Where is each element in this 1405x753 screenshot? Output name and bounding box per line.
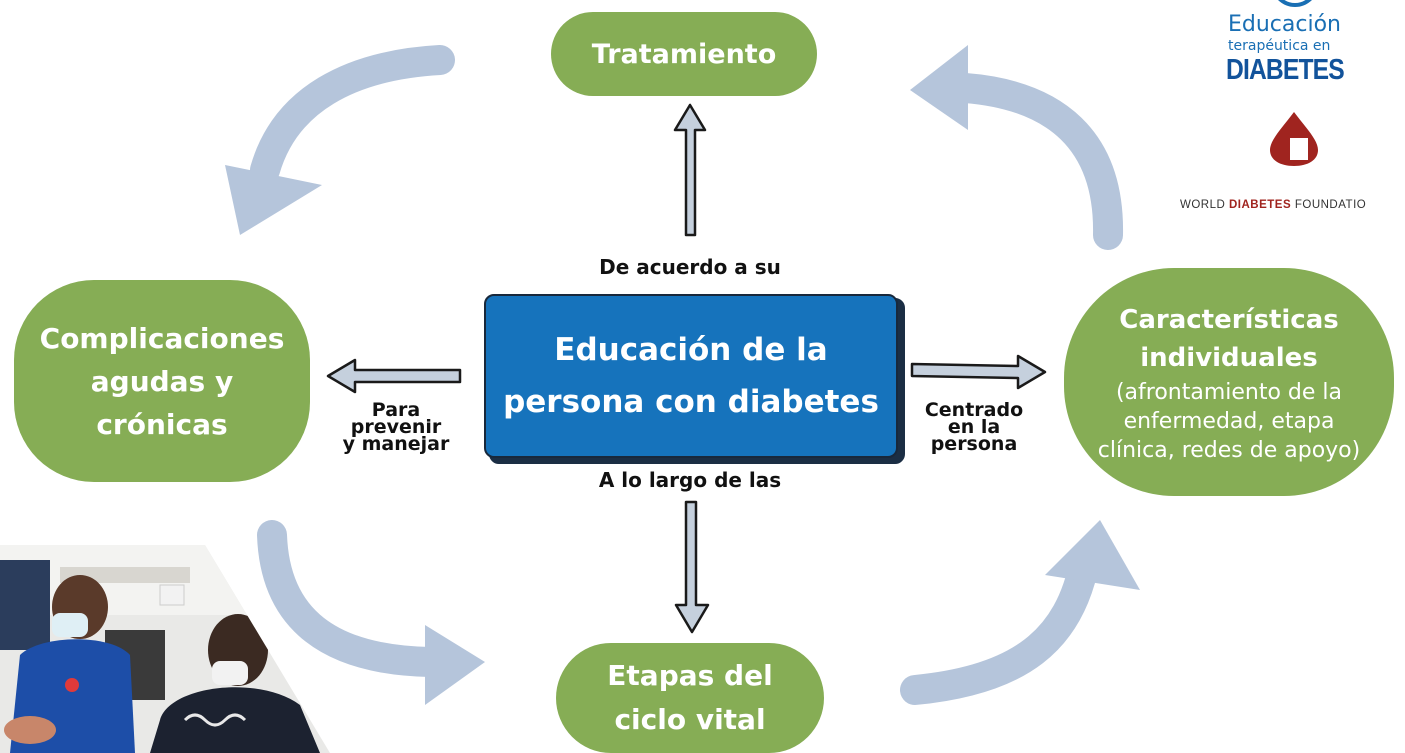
node-complications: Complicaciones agudas y crónicas xyxy=(14,280,310,482)
blood-drop-logo-icon xyxy=(1270,112,1318,166)
label-bottom: A lo largo de las xyxy=(598,468,782,492)
node-characteristics-title2: individuales xyxy=(1140,342,1318,373)
label-left-line3: y manejar xyxy=(342,433,450,455)
program-logo-line3: DIABETES xyxy=(1226,54,1345,86)
program-logo-line1: Educación xyxy=(1228,12,1341,37)
clinic-photo xyxy=(0,545,330,753)
node-characteristics-desc3: clínica, redes de apoyo) xyxy=(1097,437,1361,463)
cycle-arrow-top-left xyxy=(225,45,455,235)
node-life-stages: Etapas del ciclo vital xyxy=(556,643,824,753)
wdf-logo-part2: DIABETES xyxy=(1229,199,1292,211)
node-characteristics-title1: Características xyxy=(1119,304,1339,335)
node-complications-line1: Complicaciones xyxy=(39,321,285,355)
cycle-arrow-top-right xyxy=(910,45,1124,250)
node-characteristics-desc2: enfermedad, etapa xyxy=(1123,408,1335,434)
node-center-line1: Educación de la xyxy=(554,332,828,368)
label-right-line2: en la xyxy=(947,416,1001,438)
label-left-line1: Para xyxy=(371,399,421,421)
node-center-line2: persona con diabetes xyxy=(503,384,879,420)
wdf-logo-part3: FOUNDATIO xyxy=(1291,199,1367,211)
node-complications-line2: agudas y xyxy=(90,364,234,398)
program-logo-icon xyxy=(1278,0,1312,7)
node-treatment: Tratamiento xyxy=(551,12,817,96)
node-life-stages-line2: ciclo vital xyxy=(614,703,766,736)
program-logo-line2: terapéutica en xyxy=(1228,38,1331,54)
label-right-line3: persona xyxy=(930,433,1018,455)
label-right-line1: Centrado xyxy=(924,399,1024,421)
arrow-down xyxy=(674,500,710,634)
label-top: De acuerdo a su xyxy=(599,255,781,279)
label-left: Para prevenir y manejar xyxy=(326,399,466,455)
arrow-left xyxy=(326,358,462,394)
logos: Educación terapéutica en DIABETES WORLD … xyxy=(1180,0,1405,230)
cycle-arrow-bottom-right xyxy=(900,520,1140,705)
node-complications-line3: crónicas xyxy=(96,407,228,441)
node-center: Educación de la persona con diabetes xyxy=(484,294,898,458)
node-characteristics-desc1: (afrontamiento de la xyxy=(1115,379,1343,405)
arrow-up xyxy=(673,103,707,237)
label-left-line2: prevenir xyxy=(350,416,442,438)
node-treatment-label: Tratamiento xyxy=(591,38,777,70)
wdf-logo-part1: WORLD xyxy=(1180,199,1229,211)
arrow-right xyxy=(910,354,1047,390)
node-characteristics: Características individuales (afrontamie… xyxy=(1064,268,1394,496)
wdf-logo-text: WORLD DIABETES FOUNDATIO xyxy=(1180,199,1366,211)
cycle-arrow-bottom-left xyxy=(257,520,485,705)
label-right: Centrado en la persona xyxy=(904,399,1044,455)
node-life-stages-line1: Etapas del xyxy=(607,659,773,692)
